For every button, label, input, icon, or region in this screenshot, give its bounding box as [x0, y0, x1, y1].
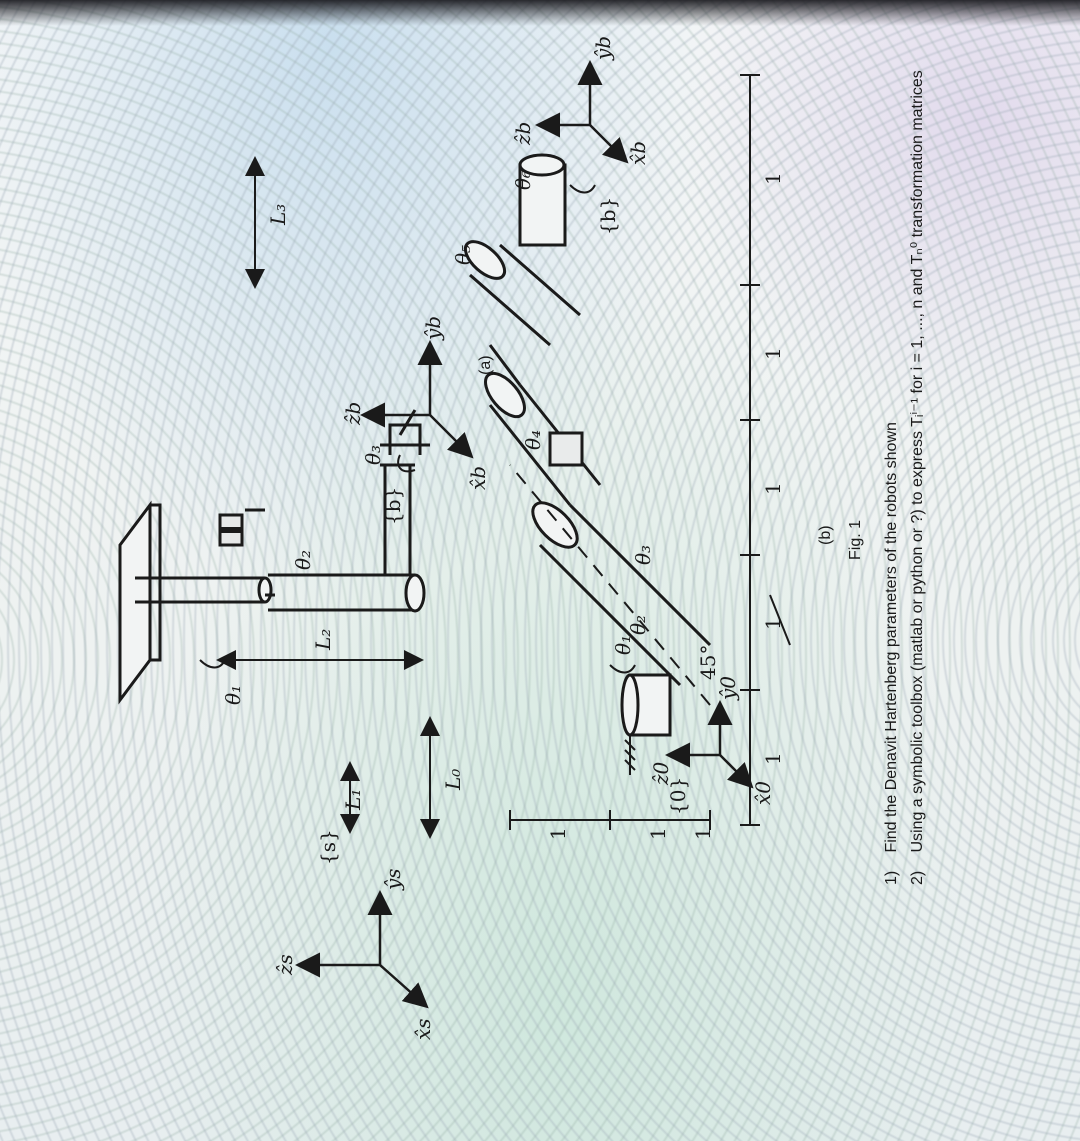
frame-b [360, 340, 474, 459]
label-ys: ŷs [381, 868, 405, 891]
dim-1-c: 1 [761, 482, 785, 495]
label-xb-a: x̂b [466, 466, 490, 490]
dimension-ruler-y [509, 810, 711, 830]
label-L0: L₀ [441, 769, 465, 791]
question-1-number: 1) [883, 870, 900, 885]
label-frame-s: {s} [316, 829, 340, 865]
label-frame-b-a: {b} [381, 487, 405, 525]
label-frame-b-b: {b} [596, 197, 620, 235]
dim-1-d: 1 [761, 347, 785, 360]
rotated-content: L₀ L₁ L₂ L₃ θ₁ θ₂ θ₃ {s} x̂s ŷs ẑs {b} x… [70, 15, 1070, 1065]
dim-1-a: 1 [761, 752, 785, 765]
panel-a [118, 156, 474, 1009]
dim-1-e: 1 [761, 172, 785, 185]
panel-a-labels: L₀ L₁ L₂ L₃ θ₁ θ₂ θ₃ {s} x̂s ŷs ẑs {b} x… [221, 204, 494, 1040]
upper-arm [265, 573, 415, 612]
label-theta6-b: θ₆ [511, 170, 535, 190]
label-angle-45: 45° [696, 645, 720, 680]
base-b [624, 735, 636, 775]
label-theta5-b: θ₅ [451, 245, 475, 265]
column [135, 576, 265, 604]
dim-1-b: 1 [761, 617, 785, 630]
panel-b-labels: θ₁ θ₂ θ₃ θ₄ θ₅ θ₆ 45° {b} x̂b ŷb ẑb {0} … [451, 36, 864, 840]
panel-b [463, 60, 791, 830]
question-2: 2) Using a symbolic toolbox (matlab or p… [908, 65, 928, 885]
label-zs: ẑs [273, 954, 297, 976]
label-L1: L₁ [341, 789, 365, 811]
angle-45-line [509, 464, 711, 706]
label-z0: ẑ0 [649, 761, 673, 786]
prismatic-block [548, 431, 584, 467]
label-xb-b: x̂b [626, 141, 650, 165]
label-L2: L₂ [311, 629, 335, 651]
panel-b-label: (b) [817, 525, 834, 545]
joint-arrow-theta3 [397, 454, 416, 473]
label-zb-b: ẑb [511, 122, 535, 146]
joint-arrow-theta1 [199, 659, 226, 669]
label-frame-0: {0} [666, 777, 690, 815]
label-theta2-a: θ₂ [291, 550, 315, 570]
link2-cylinder [538, 503, 712, 687]
label-theta1-b: θ₁ [611, 635, 635, 655]
screen-edge-shadow [0, 0, 1080, 26]
dim-1-f: 1 [546, 827, 570, 840]
dimension-ruler-x [740, 74, 760, 826]
forearm [383, 465, 412, 575]
link5-cylinder [469, 243, 581, 347]
label-theta3-a: θ₃ [361, 445, 385, 465]
label-L3: L₃ [266, 204, 290, 226]
question-1: 1) Find the Denavit Hartenberg parameter… [882, 65, 902, 885]
panel-a-label: (a) [477, 355, 494, 375]
dim-1-h: 1 [691, 827, 715, 840]
label-y0: ŷ0 [716, 676, 740, 701]
label-xs: x̂s [411, 1018, 435, 1040]
label-zb-a: ẑb [341, 402, 365, 426]
label-theta2-b: θ₂ [626, 615, 650, 635]
question-1-text: Find the Denavit Hartenberg parameters o… [883, 422, 900, 853]
question-2-text: Using a symbolic toolbox (matlab or pyth… [909, 70, 926, 853]
dim-1-g: 1 [646, 827, 670, 840]
figure-caption: Fig. 1 [847, 520, 864, 560]
question-2-number: 2) [909, 870, 926, 885]
label-theta4-b: θ₄ [521, 430, 545, 450]
label-yb-b: ŷb [591, 36, 615, 61]
label-theta1-a: θ₁ [221, 685, 245, 705]
label-x0: x̂0 [751, 781, 775, 805]
label-theta3-b: θ₃ [631, 545, 655, 565]
frame-s [295, 890, 429, 1009]
robot-figure: L₀ L₁ L₂ L₃ θ₁ θ₂ θ₃ {s} x̂s ŷs ẑs {b} x… [118, 36, 864, 1040]
frame-b-b [535, 60, 629, 164]
frame-0 [665, 700, 754, 789]
label-yb-a: ŷb [421, 316, 445, 341]
